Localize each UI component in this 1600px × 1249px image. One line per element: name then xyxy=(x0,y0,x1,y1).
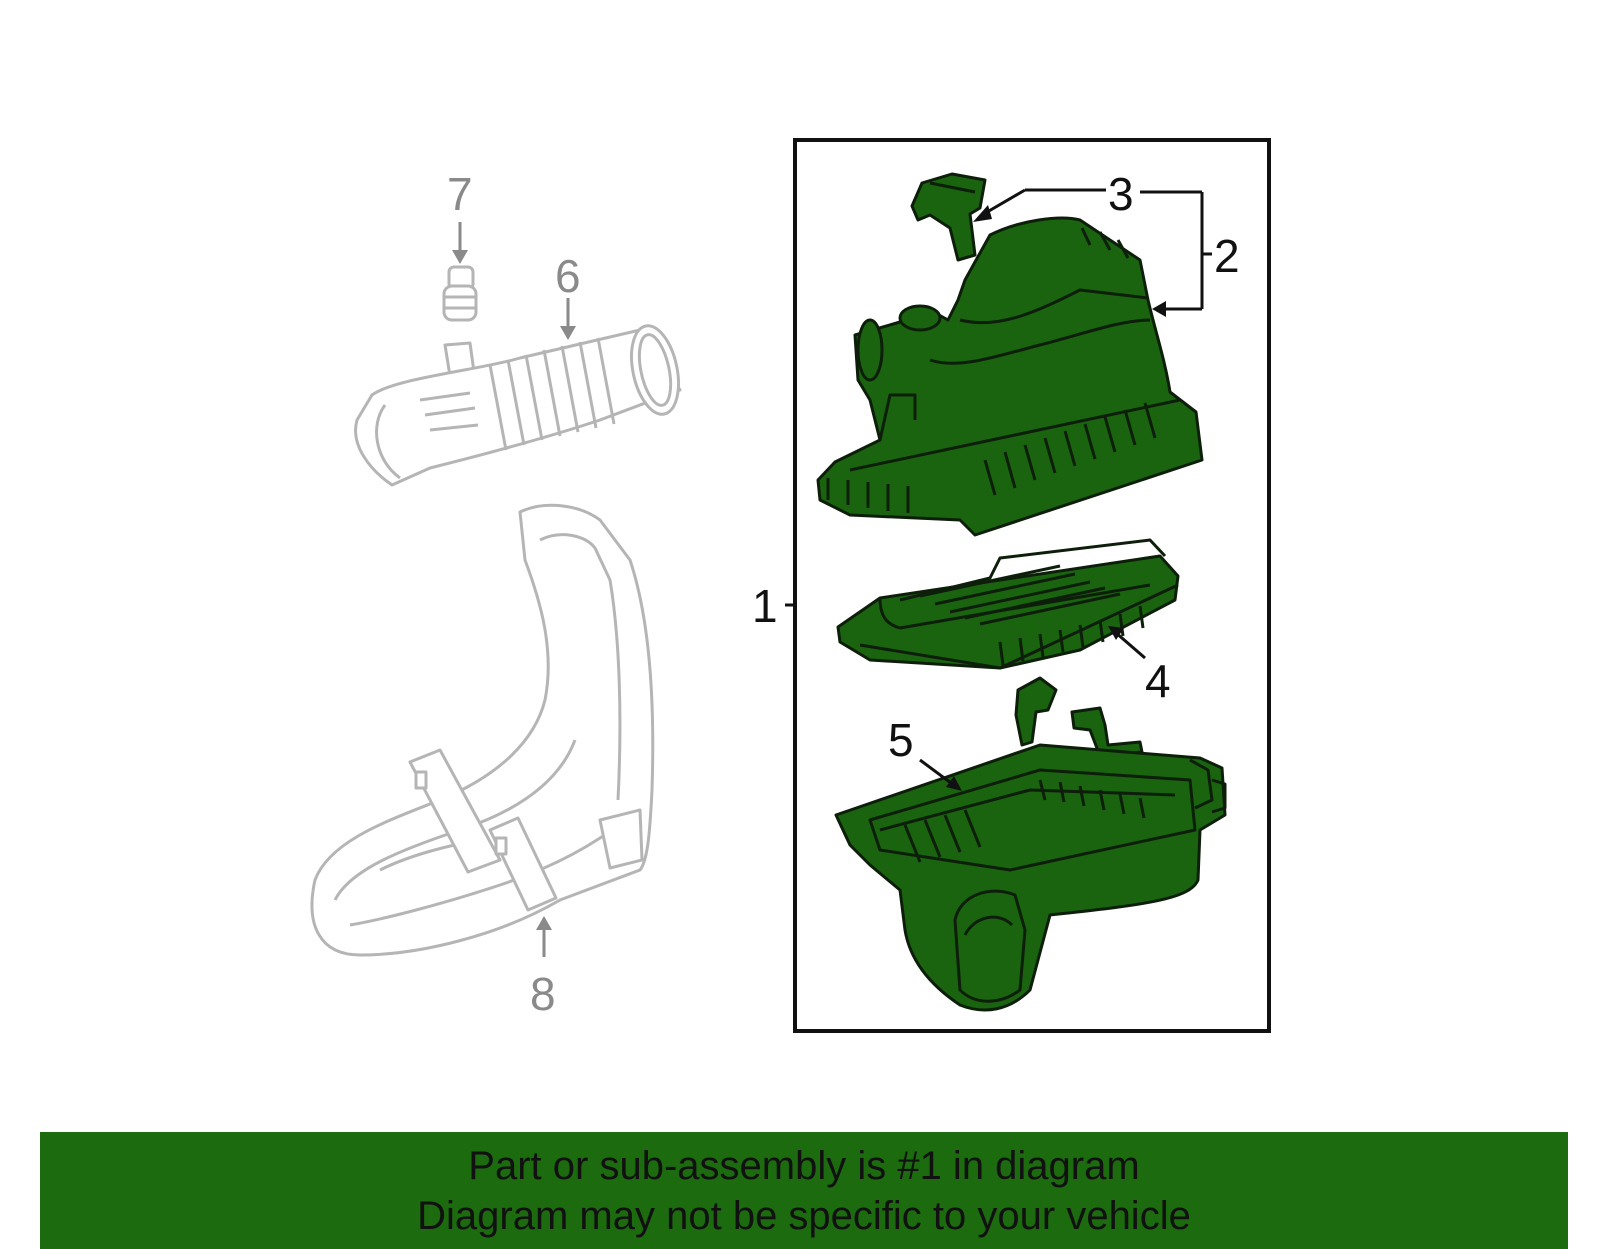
part-6-intake-hose xyxy=(354,324,682,487)
callout-5: 5 xyxy=(888,714,914,766)
ghost-leaders xyxy=(452,222,576,957)
part-3-sensor xyxy=(910,172,987,262)
banner-line-2: Diagram may not be specific to your vehi… xyxy=(417,1193,1191,1238)
callout-2: 2 xyxy=(1214,230,1240,282)
callout-6: 6 xyxy=(555,250,581,302)
callout-3: 3 xyxy=(1108,168,1134,220)
part-5-lower-case xyxy=(834,743,1227,1012)
highlight-arrowheads xyxy=(946,205,1166,791)
callout-1: 1 xyxy=(752,580,778,632)
part-8-air-duct xyxy=(310,503,655,957)
part-7-clip xyxy=(442,265,478,322)
assembly-box xyxy=(793,138,1271,1033)
info-banner: Part or sub-assembly is #1 in diagram Di… xyxy=(40,1132,1568,1249)
banner-line-1: Part or sub-assembly is #1 in diagram xyxy=(468,1143,1140,1188)
part-4-filter xyxy=(836,538,1180,670)
ghost-parts xyxy=(310,222,682,957)
callout-7: 7 xyxy=(447,168,473,220)
callout-8: 8 xyxy=(530,968,556,1020)
callout-4: 4 xyxy=(1145,655,1171,707)
part-5-brackets xyxy=(1014,676,1144,758)
highlight-parts xyxy=(816,172,1227,1012)
part-2-upper-housing xyxy=(816,216,1204,537)
